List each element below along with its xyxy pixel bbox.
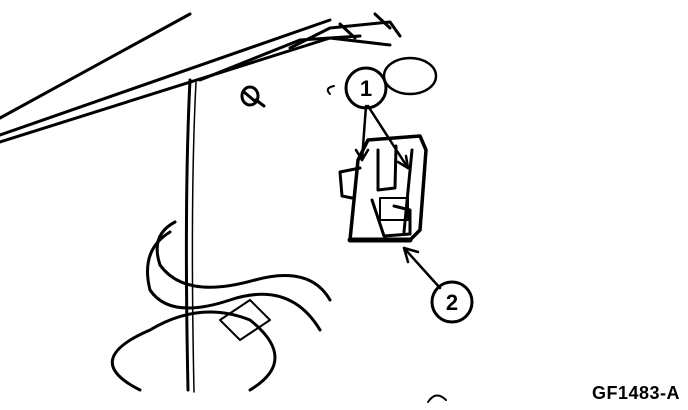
handle-strap [110, 220, 332, 392]
callout-1-leaders [354, 104, 410, 170]
fastener-clip [240, 85, 266, 108]
callout-2-leader [402, 246, 442, 290]
partial-mark [427, 394, 447, 403]
figure-id-label: GF1483-A [591, 383, 680, 403]
hole-mark [326, 85, 335, 95]
panel-hole [382, 56, 438, 96]
panel-edge [184, 78, 197, 393]
callout-2-number: 2 [446, 290, 458, 315]
connector-component [338, 134, 428, 243]
door-frame-lines [0, 12, 402, 144]
callout-2-circle [430, 280, 474, 324]
callout-1-number: 1 [360, 76, 372, 101]
callout-1-circle [344, 66, 388, 110]
